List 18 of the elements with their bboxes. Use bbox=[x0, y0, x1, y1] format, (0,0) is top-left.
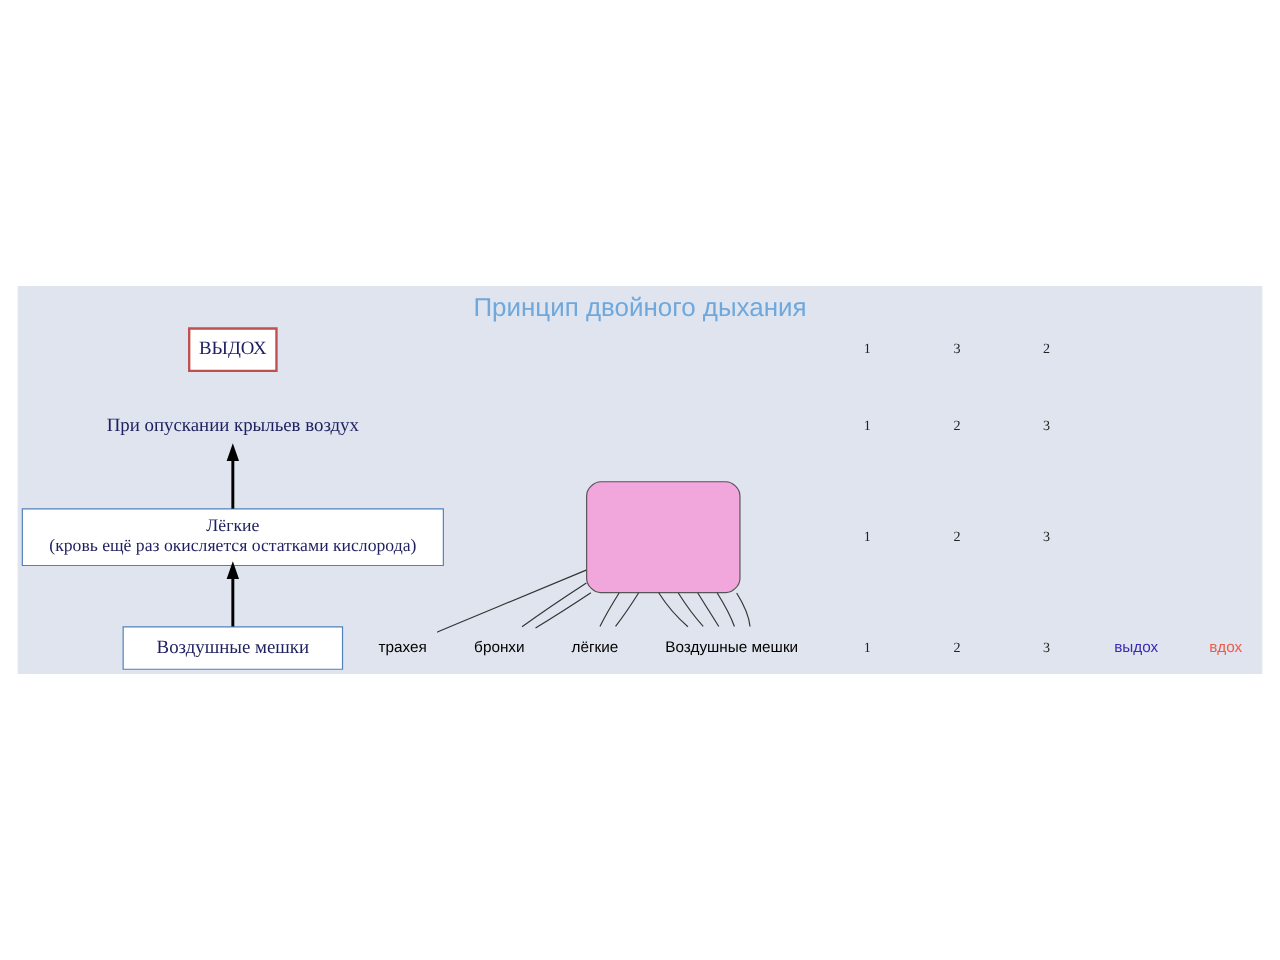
node-box bbox=[586, 481, 741, 594]
connector bbox=[614, 592, 640, 628]
node-text: При опускании крыльев воздух bbox=[106, 416, 359, 437]
connector bbox=[658, 592, 689, 628]
arrow bbox=[226, 443, 240, 509]
connector bbox=[534, 592, 592, 629]
diagram-title: Принцип двойного дыхания bbox=[473, 292, 807, 323]
connector bbox=[697, 592, 720, 628]
connector bbox=[677, 592, 704, 628]
connector bbox=[436, 569, 587, 633]
connector bbox=[716, 592, 735, 628]
connector bbox=[736, 592, 751, 628]
connector bbox=[521, 582, 587, 628]
node-box: ВЫДОХ bbox=[188, 327, 278, 373]
node-box: Воздушные мешки bbox=[122, 626, 344, 670]
node-box: Лёгкие (кровь ещё раз окисляется остатками кислорода) bbox=[21, 508, 444, 567]
arrow bbox=[226, 561, 240, 627]
connector bbox=[599, 592, 620, 628]
